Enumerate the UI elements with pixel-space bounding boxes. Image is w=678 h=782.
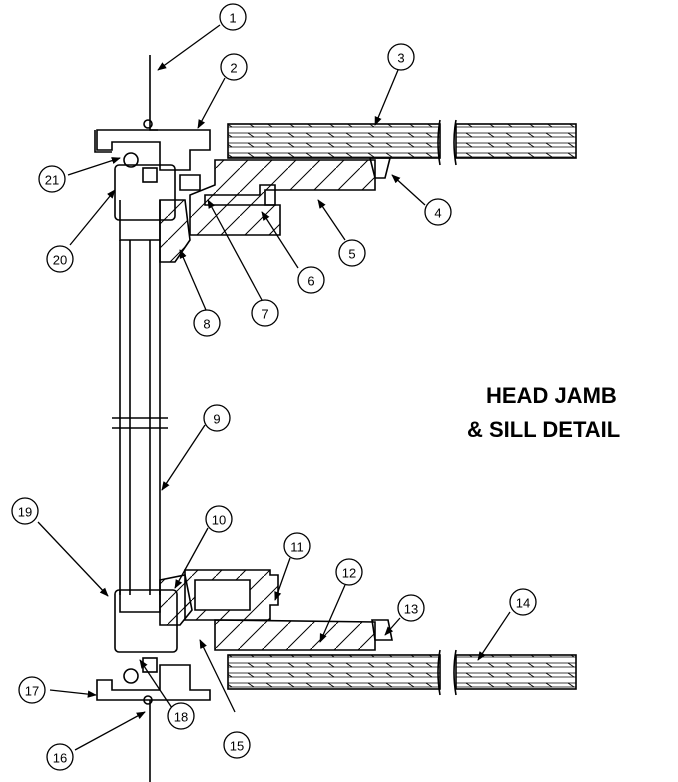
callout-15-circle — [223, 731, 251, 759]
callout-15: 15 — [230, 739, 244, 754]
callout-10: 10 — [212, 513, 226, 528]
callout-7: 7 — [261, 307, 268, 322]
callout-14-circle — [509, 588, 537, 616]
head-nailing-fin — [149, 55, 158, 131]
callout-3-circle — [387, 43, 415, 71]
glass-break-lines — [112, 417, 168, 429]
head-fin-screw — [143, 119, 153, 129]
callout-20-circle — [46, 245, 74, 273]
callout-12: 12 — [342, 566, 356, 581]
callout-17: 17 — [25, 684, 39, 699]
callout-8: 8 — [203, 317, 210, 332]
callout-11-circle — [283, 532, 311, 560]
sill-frame — [96, 664, 211, 701]
callout-8-circle — [193, 309, 221, 337]
sill-assembly — [96, 569, 577, 782]
callout-18-circle — [167, 702, 195, 730]
callout-19-circle — [11, 497, 39, 525]
callout-4: 4 — [434, 206, 441, 221]
callout-13-circle — [397, 594, 425, 622]
callout-6-circle — [297, 266, 325, 294]
callout-4-circle — [424, 198, 452, 226]
callout-12-circle — [335, 558, 363, 586]
callout-21-circle — [38, 165, 66, 193]
head-stop — [159, 199, 191, 263]
callout-9: 9 — [213, 412, 220, 427]
callout-21: 21 — [45, 173, 59, 188]
callout-labels: 1 2 3 4 5 6 7 8 9 10 11 12 13 14 15 16 1… — [18, 11, 530, 766]
head-weatherstrip — [123, 152, 139, 168]
leader-lines — [37, 24, 511, 751]
head-jamb-extension — [189, 159, 376, 236]
head-jamb-assembly — [94, 55, 577, 263]
sill-drywall-right — [455, 654, 577, 690]
head-frame — [96, 129, 211, 171]
sill-weatherstrip — [123, 668, 139, 684]
callout-11: 11 — [290, 540, 304, 555]
sill-drywall — [227, 654, 441, 690]
callout-18: 18 — [174, 710, 188, 725]
callout-7-circle — [251, 299, 279, 327]
sill-fin-screw — [143, 695, 153, 705]
callout-17-circle — [18, 676, 46, 704]
callout-10-circle — [205, 505, 233, 533]
callout-6: 6 — [307, 274, 314, 289]
callout-bubbles — [11, 3, 537, 771]
detail-title-line-2: & SILL DETAIL — [467, 417, 621, 442]
sill-stool — [214, 619, 376, 651]
callout-19: 19 — [18, 505, 32, 520]
callout-5: 5 — [348, 247, 355, 262]
callout-13: 13 — [404, 602, 418, 617]
callout-2: 2 — [230, 61, 237, 76]
head-drywall-right — [455, 123, 577, 159]
callout-20: 20 — [53, 253, 67, 268]
callout-9-circle — [203, 404, 231, 432]
callout-1-circle — [219, 3, 247, 31]
detail-title-line-1: HEAD JAMB — [486, 383, 617, 408]
glazing-assembly — [112, 240, 168, 595]
callout-14: 14 — [516, 596, 530, 611]
callout-16: 16 — [53, 751, 67, 766]
callout-2-circle — [220, 53, 248, 81]
callout-16-circle — [46, 743, 74, 771]
callout-3: 3 — [397, 51, 404, 66]
callout-1: 1 — [229, 11, 236, 26]
head-drywall — [227, 123, 441, 159]
callout-5-circle — [338, 239, 366, 267]
